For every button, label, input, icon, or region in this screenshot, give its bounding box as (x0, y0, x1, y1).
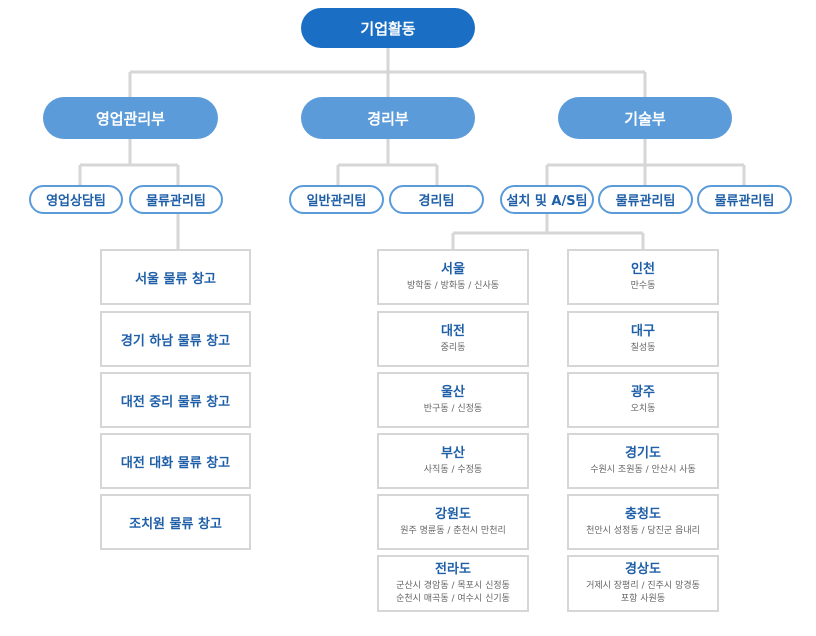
region-detail: 만수동 (630, 280, 656, 291)
team-sales-logistics-label: 물류관리팀 (146, 194, 206, 209)
region-name: 대구 (631, 323, 655, 339)
team-install-as-label: 설치 및 A/S팀 (506, 194, 588, 209)
team-sales-consult: 영업상담팀 (29, 185, 123, 214)
warehouse-box: 조치원 물류 창고 (100, 494, 251, 550)
region-name: 전라도 (435, 561, 471, 577)
team-general-admin: 일반관리팀 (289, 185, 384, 214)
region-name: 경상도 (625, 561, 661, 577)
service-region-box: 대전 중리동 (377, 311, 529, 367)
service-region-box: 전라도 군산시 경암동 / 목포시 신정동 순천시 매곡동 / 여수시 신기동 (377, 555, 529, 612)
team-accounting: 경리팀 (389, 185, 484, 214)
root-node: 기업활동 (301, 8, 475, 48)
warehouse-label: 경기 하남 물류 창고 (120, 333, 231, 349)
service-region-box: 충청도 천안시 성정동 / 당진군 읍내리 (567, 494, 719, 550)
warehouse-label: 대전 대화 물류 창고 (120, 455, 231, 471)
region-name: 강원도 (435, 506, 471, 522)
region-detail: 수원시 조원동 / 안산시 사동 (590, 464, 696, 475)
warehouse-label: 서울 물류 창고 (135, 271, 216, 287)
warehouse-box: 서울 물류 창고 (100, 249, 251, 305)
service-region-box: 경상도 거제시 장평리 / 진주시 망경동 포항 사원동 (567, 555, 719, 612)
warehouse-label: 대전 중리 물류 창고 (120, 394, 231, 410)
region-detail: 칠성동 (630, 342, 656, 353)
team-tech-logistics-1-label: 물류관리팀 (615, 194, 676, 209)
team-sales-logistics: 물류관리팀 (129, 185, 223, 214)
service-region-box: 울산 반구동 / 신정동 (377, 372, 529, 428)
dept-tech: 기술부 (558, 97, 732, 139)
service-region-box: 강원도 원주 명륜동 / 춘천시 만천리 (377, 494, 529, 550)
service-region-box: 서울 방학동 / 방화동 / 신사동 (377, 249, 529, 305)
region-detail: 반구동 / 신정동 (423, 403, 483, 414)
region-name: 광주 (631, 384, 655, 400)
team-general-admin-label: 일반관리팀 (306, 194, 367, 209)
warehouse-box: 경기 하남 물류 창고 (100, 311, 251, 367)
region-detail: 중리동 (440, 342, 466, 353)
service-region-box: 광주 오치동 (567, 372, 719, 428)
dept-management: 경리부 (301, 97, 475, 139)
region-name: 대전 (441, 323, 465, 339)
warehouse-box: 대전 중리 물류 창고 (100, 372, 251, 428)
dept-sales-label: 영업관리부 (95, 109, 165, 128)
region-name: 서울 (441, 261, 465, 277)
warehouse-box: 대전 대화 물류 창고 (100, 433, 251, 489)
dept-management-label: 경리부 (367, 109, 409, 128)
region-name: 경기도 (625, 445, 661, 461)
team-tech-logistics-2: 물류관리팀 (697, 185, 792, 214)
region-detail: 거제시 장평리 / 진주시 망경동 (586, 580, 700, 591)
region-detail: 사직동 / 수정동 (423, 464, 483, 475)
service-region-box: 부산 사직동 / 수정동 (377, 433, 529, 489)
service-region-box: 인천 만수동 (567, 249, 719, 305)
region-detail-line2: 순천시 매곡동 / 여수시 신기동 (396, 593, 510, 604)
dept-tech-label: 기술부 (624, 109, 666, 128)
team-install-as: 설치 및 A/S팀 (500, 185, 594, 214)
service-region-box: 대구 칠성동 (567, 311, 719, 367)
warehouse-label: 조치원 물류 창고 (129, 516, 222, 532)
team-tech-logistics-2-label: 물류관리팀 (714, 194, 775, 209)
region-name: 부산 (441, 445, 465, 461)
region-detail: 원주 명륜동 / 춘천시 만천리 (400, 525, 506, 536)
region-detail-line2: 포항 사원동 (620, 593, 666, 604)
team-sales-consult-label: 영업상담팀 (46, 194, 106, 209)
region-detail: 천안시 성정동 / 당진군 읍내리 (586, 525, 700, 536)
region-name: 충청도 (625, 506, 661, 522)
root-label: 기업활동 (360, 19, 416, 38)
region-name: 인천 (631, 261, 655, 277)
dept-sales: 영업관리부 (43, 97, 218, 139)
team-accounting-label: 경리팀 (418, 194, 455, 209)
region-detail: 군산시 경암동 / 목포시 신정동 (396, 580, 510, 591)
team-tech-logistics-1: 물류관리팀 (598, 185, 693, 214)
region-detail: 오치동 (630, 403, 656, 414)
region-name: 울산 (441, 384, 465, 400)
service-region-box: 경기도 수원시 조원동 / 안산시 사동 (567, 433, 719, 489)
region-detail: 방학동 / 방화동 / 신사동 (406, 280, 500, 291)
